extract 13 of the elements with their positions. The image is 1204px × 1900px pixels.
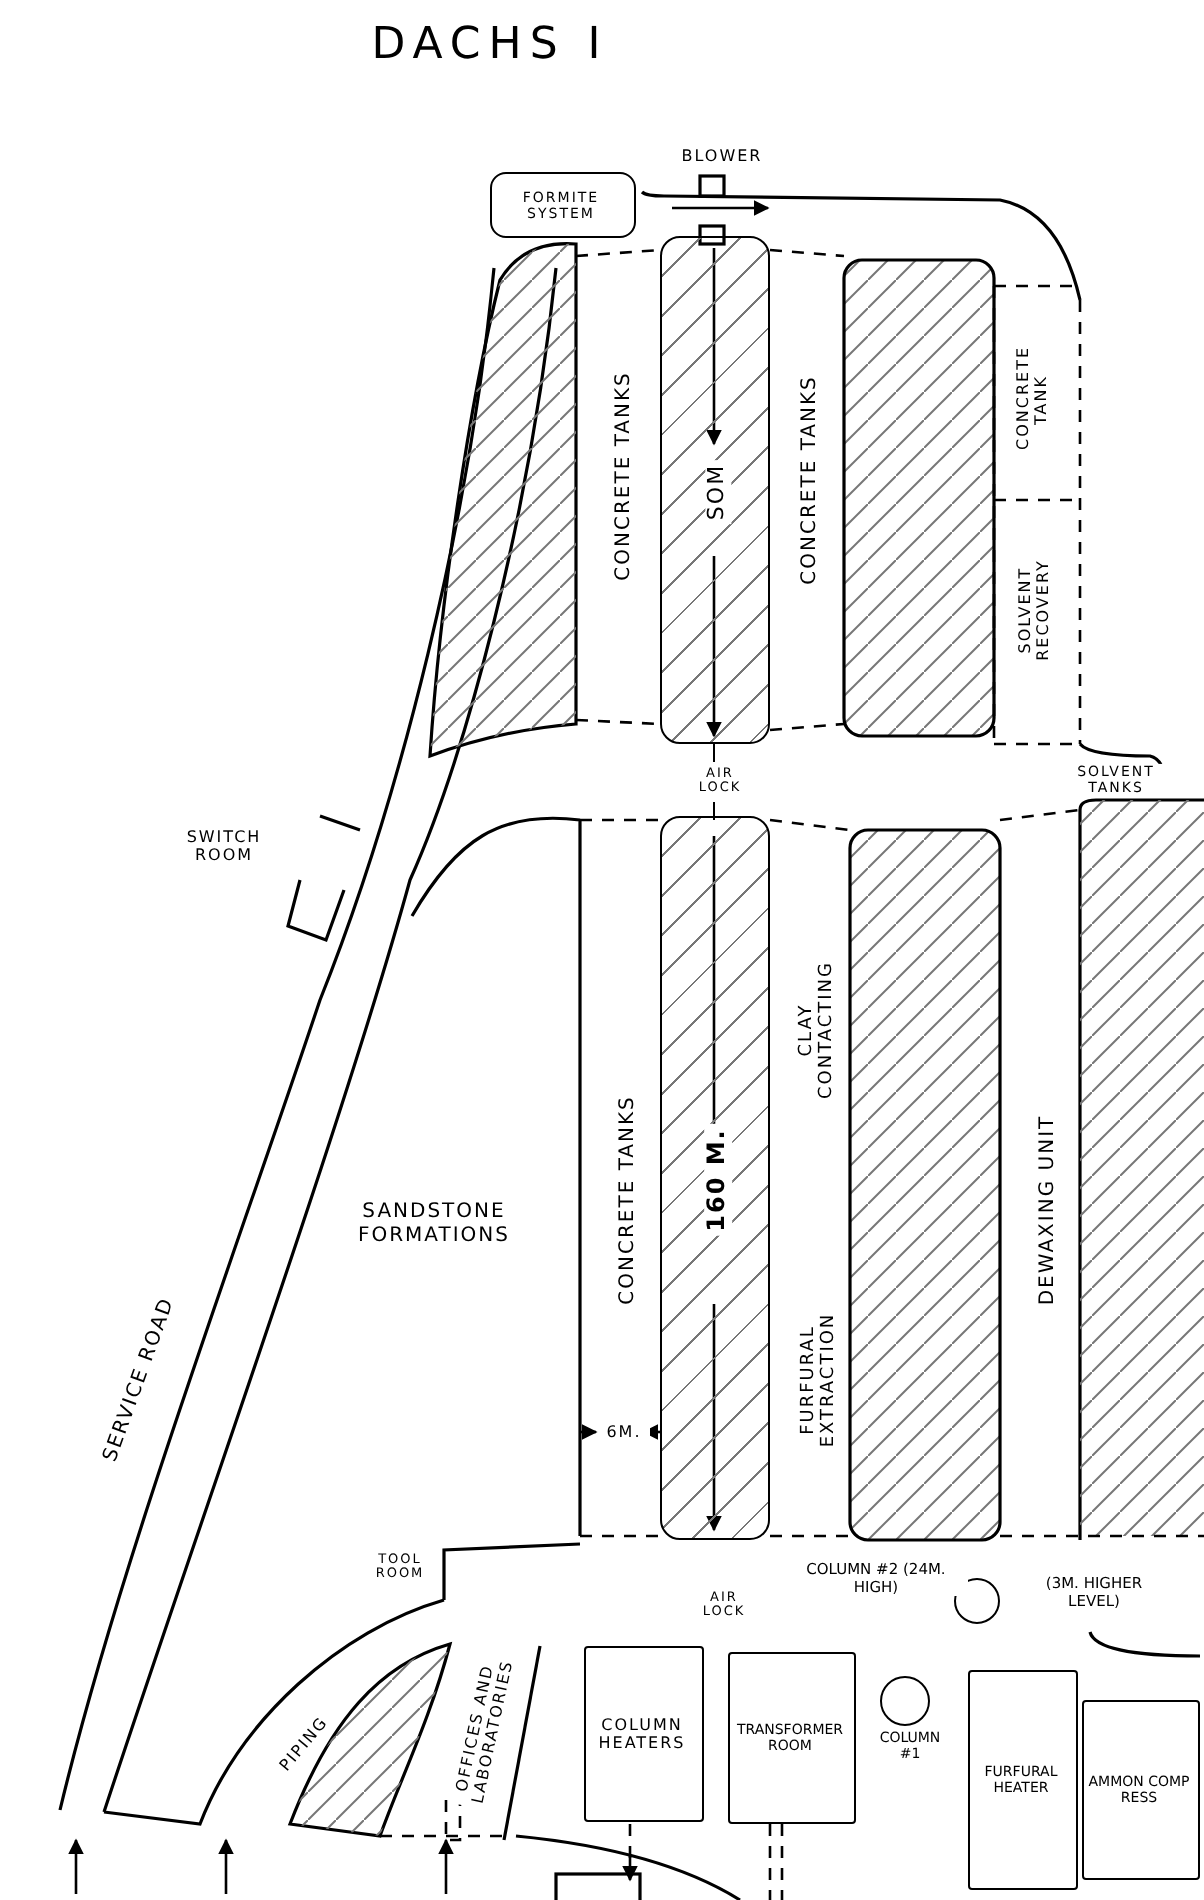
room-label: 160 M. bbox=[703, 1124, 731, 1236]
building-outline bbox=[968, 1670, 1078, 1890]
tunnel-gallery bbox=[660, 236, 770, 744]
room-label: SOM bbox=[704, 459, 730, 525]
building-outline bbox=[728, 1652, 856, 1824]
building-outline bbox=[1082, 1700, 1200, 1880]
title: DACHS I bbox=[369, 20, 611, 71]
tunnel-gallery bbox=[660, 816, 770, 1540]
column-circle bbox=[880, 1676, 930, 1726]
building-outline bbox=[490, 172, 636, 238]
building-outline bbox=[584, 1646, 704, 1822]
map-label: CONCRETE TANK bbox=[1013, 346, 1051, 454]
room-label: COLUMN HEATERS bbox=[596, 1715, 688, 1753]
